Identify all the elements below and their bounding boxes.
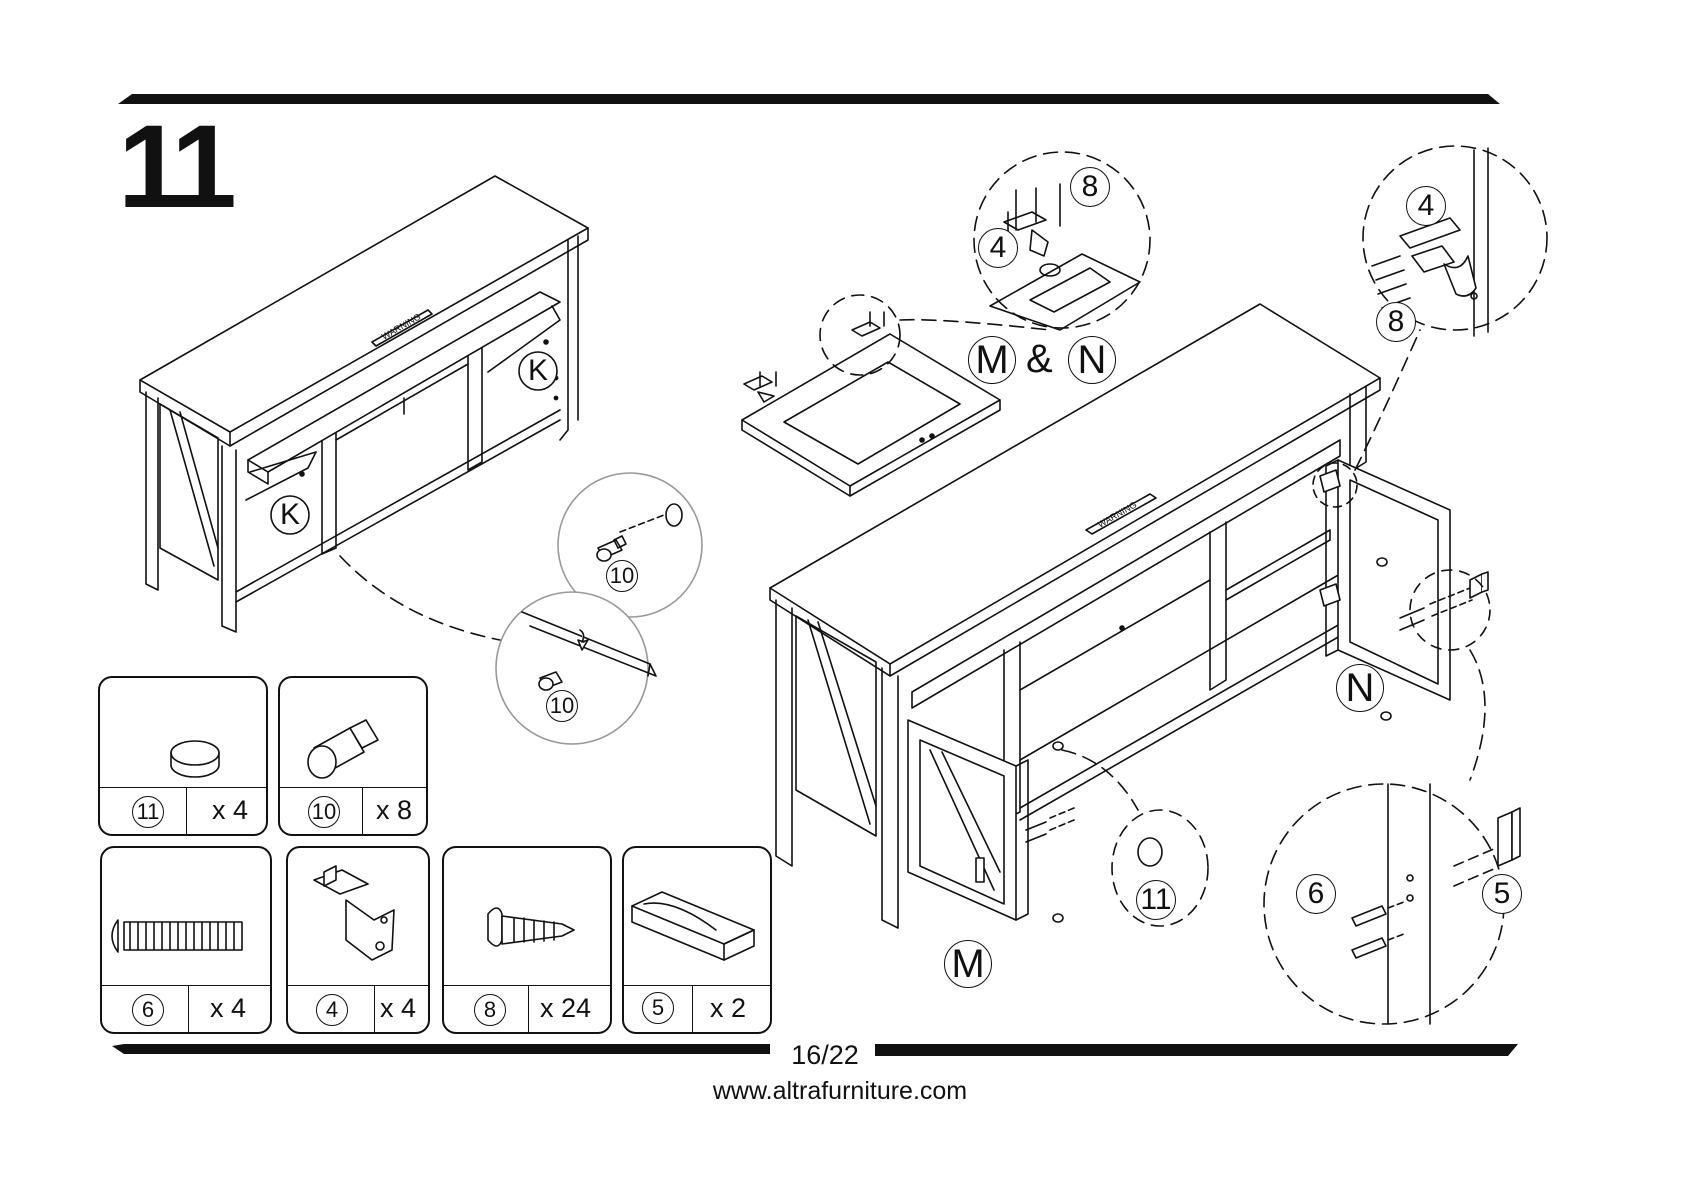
callout-part-8-top: 8 xyxy=(1070,167,1110,207)
parts-list-item: 4 x 4 xyxy=(286,846,430,1034)
parts-list-item: 10 x 8 xyxy=(278,676,428,836)
detail-circle-shelf xyxy=(496,592,648,744)
part-quantity: x 8 xyxy=(376,794,412,826)
door-panel-view xyxy=(742,312,1000,496)
part-id: 6 xyxy=(132,994,164,1026)
callout-part-k-left: K xyxy=(270,495,310,535)
part-quantity: x 4 xyxy=(380,992,416,1024)
callout-door-n: N xyxy=(1336,664,1384,712)
part-id: 5 xyxy=(642,992,674,1024)
part-quantity: x 2 xyxy=(710,992,746,1024)
parts-list-item: 5 x 2 xyxy=(622,846,772,1034)
part-id: 4 xyxy=(316,994,348,1026)
step-number: 11 xyxy=(118,108,231,226)
part-quantity: x 4 xyxy=(212,794,248,826)
parts-list-item: 8 x 24 xyxy=(442,846,612,1034)
callout-door-m: M xyxy=(944,940,992,988)
callout-part-k-right: K xyxy=(518,351,558,391)
callout-part-4-right: 4 xyxy=(1406,186,1446,226)
parts-list-item: 6 x 4 xyxy=(100,846,272,1034)
footer-rule-right xyxy=(858,1044,1518,1056)
leader-line-shelf-pin xyxy=(340,556,500,640)
parts-list-item: 11 x 4 xyxy=(98,676,268,836)
callout-door-m-top: M xyxy=(968,336,1016,384)
callout-part-6: 6 xyxy=(1296,874,1336,914)
part-id: 8 xyxy=(474,994,506,1026)
pad-detail xyxy=(1138,838,1162,866)
callout-door-n-top: N xyxy=(1068,336,1116,384)
ampersand: & xyxy=(1026,336,1053,382)
header-rule xyxy=(118,94,1500,104)
callout-part-10-top: 10 xyxy=(606,560,638,592)
callout-part-4-top: 4 xyxy=(978,228,1018,268)
part-id: 10 xyxy=(308,796,340,828)
part-id: 11 xyxy=(132,796,164,828)
leader-line-catch xyxy=(1470,650,1485,780)
leader-line-hinge xyxy=(900,320,1050,330)
leader-line-hinge-right xyxy=(1355,330,1420,470)
callout-part-11: 11 xyxy=(1136,880,1176,920)
part-quantity: x 24 xyxy=(540,992,591,1024)
cabinet-shelf-view: WARNING xyxy=(140,176,588,632)
footer-rule-left xyxy=(112,1044,770,1054)
part-quantity: x 4 xyxy=(210,992,246,1024)
page-number: 16/22 xyxy=(775,1040,875,1070)
callout-part-5: 5 xyxy=(1482,874,1522,914)
callout-part-10-bottom: 10 xyxy=(546,690,578,722)
callout-part-8-right: 8 xyxy=(1376,302,1416,342)
website-url: www.altrafurniture.com xyxy=(560,1076,1120,1106)
